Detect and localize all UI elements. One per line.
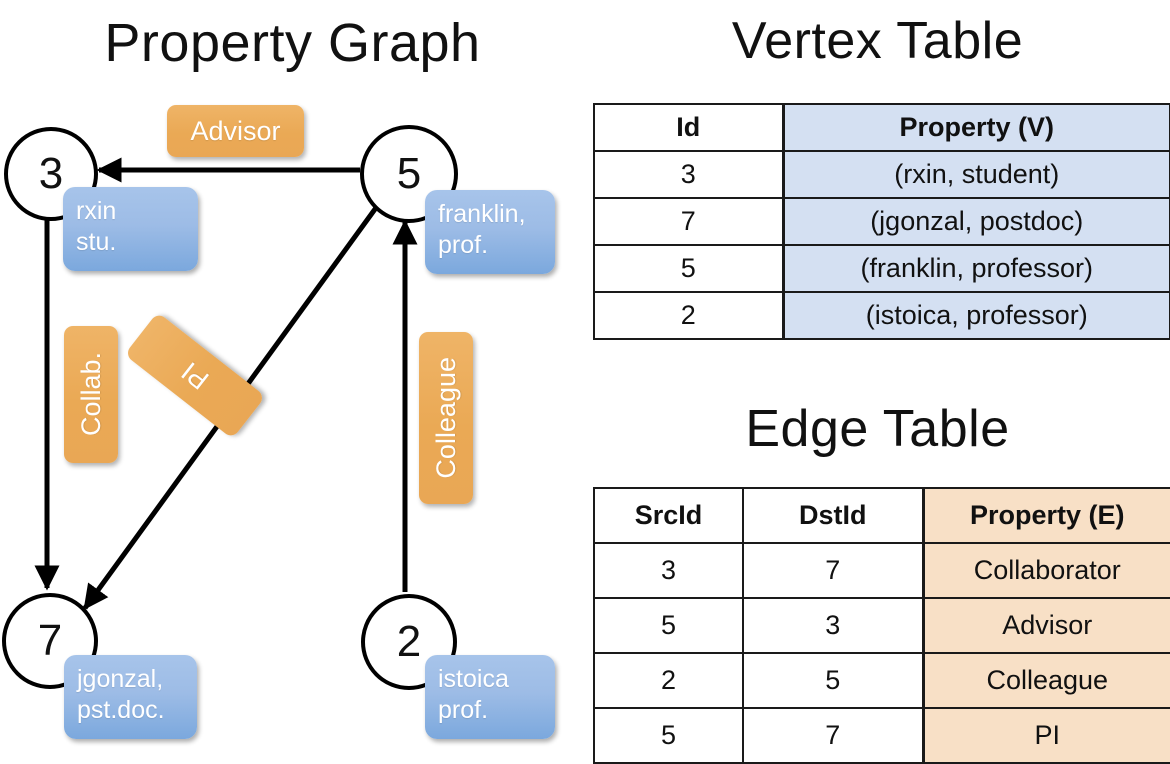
node-7-property-name: jgonzal, [77, 665, 164, 693]
vertex-table: Id Property (V) 3 (rxin, student) 7 (jgo… [593, 103, 1170, 340]
edge-row-3-src: 5 [593, 707, 744, 764]
table-row[interactable]: 5 (franklin, professor) [593, 244, 1170, 293]
node-3-property-name: rxin [76, 197, 117, 225]
section-title-edge-table: Edge Table [745, 400, 1010, 458]
edge-row-3-dst: 7 [742, 707, 924, 764]
graph-node-5-id: 5 [396, 149, 422, 198]
vertex-table-col-property: Property (V) [781, 103, 1170, 152]
vertex-row-1-id: 7 [593, 197, 784, 246]
vertex-row-3-id: 2 [593, 291, 784, 340]
graph-node-3-id: 3 [38, 149, 64, 198]
vertex-row-2-id: 5 [593, 244, 784, 293]
edge-row-1-src: 5 [593, 597, 744, 654]
node-2-property-box[interactable]: istoica prof. [425, 655, 555, 739]
vertex-row-0-id: 3 [593, 150, 784, 199]
page-title-property-graph: Property Graph [104, 13, 481, 73]
graph-node-2[interactable]: 2 [361, 594, 457, 690]
edge-row-0-property: Collaborator [921, 542, 1170, 599]
edge-row-2-property: Colleague [921, 652, 1170, 709]
vertex-row-2-property: (franklin, professor) [781, 244, 1170, 293]
section-title-vertex-table: Vertex Table [731, 12, 1024, 70]
edge-row-0-src: 3 [593, 542, 744, 599]
edge-label-colleague-text: Colleague [430, 357, 461, 479]
edge-table-col-srcid: SrcId [593, 487, 744, 544]
vertex-row-3-property: (istoica, professor) [781, 291, 1170, 340]
edge-label-collab-text: Collab. [75, 352, 106, 437]
node-5-property-role: prof. [438, 231, 489, 259]
graph-node-2-id: 2 [396, 617, 422, 666]
node-2-property-role: prof. [438, 696, 489, 724]
edge-row-2-src: 2 [593, 652, 744, 709]
node-7-property-role: pst.doc. [77, 696, 165, 724]
edge-table-header-row: SrcId DstId Property (E) [593, 487, 1170, 544]
edge-row-3-property: PI [921, 707, 1170, 764]
table-row[interactable]: 5 3 Advisor [593, 597, 1170, 654]
vertex-table-col-id: Id [593, 103, 784, 152]
table-row[interactable]: 2 5 Colleague [593, 652, 1170, 709]
edge-row-1-dst: 3 [742, 597, 924, 654]
table-row[interactable]: 7 (jgonzal, postdoc) [593, 197, 1170, 246]
edge-label-collab[interactable]: Collab. [64, 326, 118, 463]
edge-table-col-property: Property (E) [921, 487, 1170, 544]
node-2-property-name: istoica [438, 665, 509, 693]
edge-label-advisor[interactable]: Advisor [167, 105, 304, 157]
table-row[interactable]: 3 (rxin, student) [593, 150, 1170, 199]
edge-label-pi-text: PI [175, 356, 214, 396]
edge-row-0-dst: 7 [742, 542, 924, 599]
node-5-property-name: franklin, [438, 200, 526, 228]
graph-node-7-id: 7 [37, 616, 63, 665]
node-3-property-role: stu. [76, 228, 117, 256]
node-7-property-box[interactable]: jgonzal, pst.doc. [64, 655, 197, 739]
table-row[interactable]: 5 7 PI [593, 707, 1170, 764]
edge-table-col-dstid: DstId [742, 487, 924, 544]
vertex-row-0-property: (rxin, student) [781, 150, 1170, 199]
node-3-property-box[interactable]: rxin stu. [63, 187, 198, 271]
edge-table: SrcId DstId Property (E) 3 7 Collaborato… [593, 487, 1170, 764]
edge-row-2-dst: 5 [742, 652, 924, 709]
edge-label-advisor-text: Advisor [190, 115, 281, 146]
node-5-property-box[interactable]: franklin, prof. [425, 190, 555, 274]
table-row[interactable]: 2 (istoica, professor) [593, 291, 1170, 340]
vertex-table-header-row: Id Property (V) [593, 103, 1170, 152]
graph-node-5[interactable]: 5 [360, 125, 458, 223]
vertex-row-1-property: (jgonzal, postdoc) [781, 197, 1170, 246]
table-row[interactable]: 3 7 Collaborator [593, 542, 1170, 599]
edge-label-colleague[interactable]: Colleague [419, 332, 473, 504]
edge-row-1-property: Advisor [921, 597, 1170, 654]
